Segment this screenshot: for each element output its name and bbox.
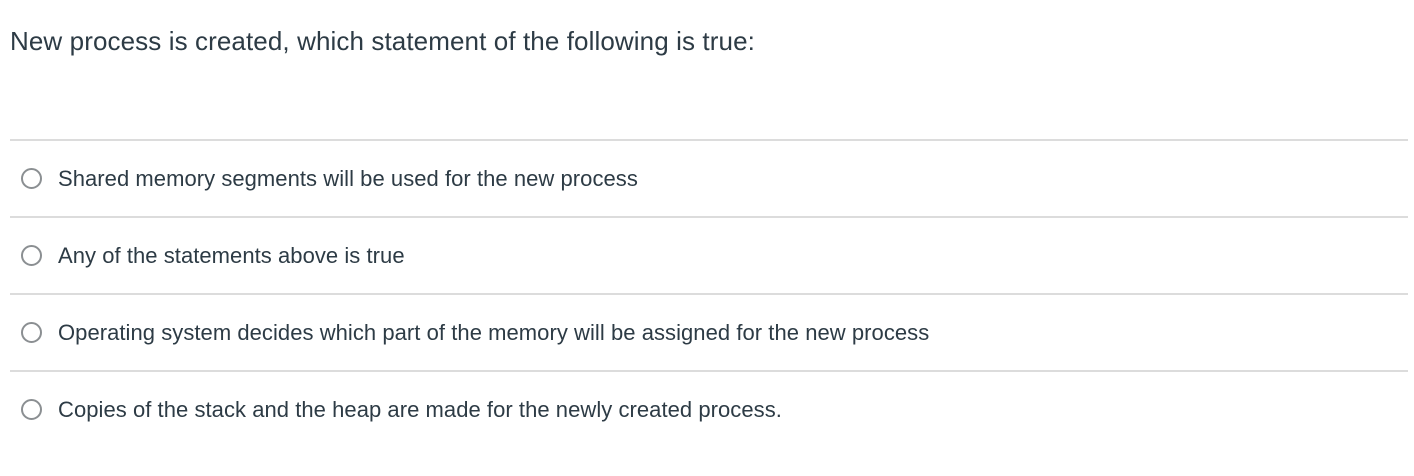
answer-option-label: Any of the statements above is true <box>58 242 405 268</box>
radio-unchecked-icon[interactable] <box>21 245 42 266</box>
radio-unchecked-icon[interactable] <box>21 168 42 189</box>
answer-option-4[interactable]: Copies of the stack and the heap are mad… <box>10 370 1408 447</box>
radio-unchecked-icon[interactable] <box>21 399 42 420</box>
answer-option-label: Operating system decides which part of t… <box>58 319 930 345</box>
answer-option-2[interactable]: Any of the statements above is true <box>10 216 1408 293</box>
answer-option-3[interactable]: Operating system decides which part of t… <box>10 293 1408 370</box>
answer-options-list: Shared memory segments will be used for … <box>0 139 1414 447</box>
radio-unchecked-icon[interactable] <box>21 322 42 343</box>
question-stem: New process is created, which statement … <box>10 26 755 56</box>
answer-option-label: Shared memory segments will be used for … <box>58 165 638 191</box>
answer-option-label: Copies of the stack and the heap are mad… <box>58 396 782 422</box>
answer-option-1[interactable]: Shared memory segments will be used for … <box>10 139 1408 216</box>
